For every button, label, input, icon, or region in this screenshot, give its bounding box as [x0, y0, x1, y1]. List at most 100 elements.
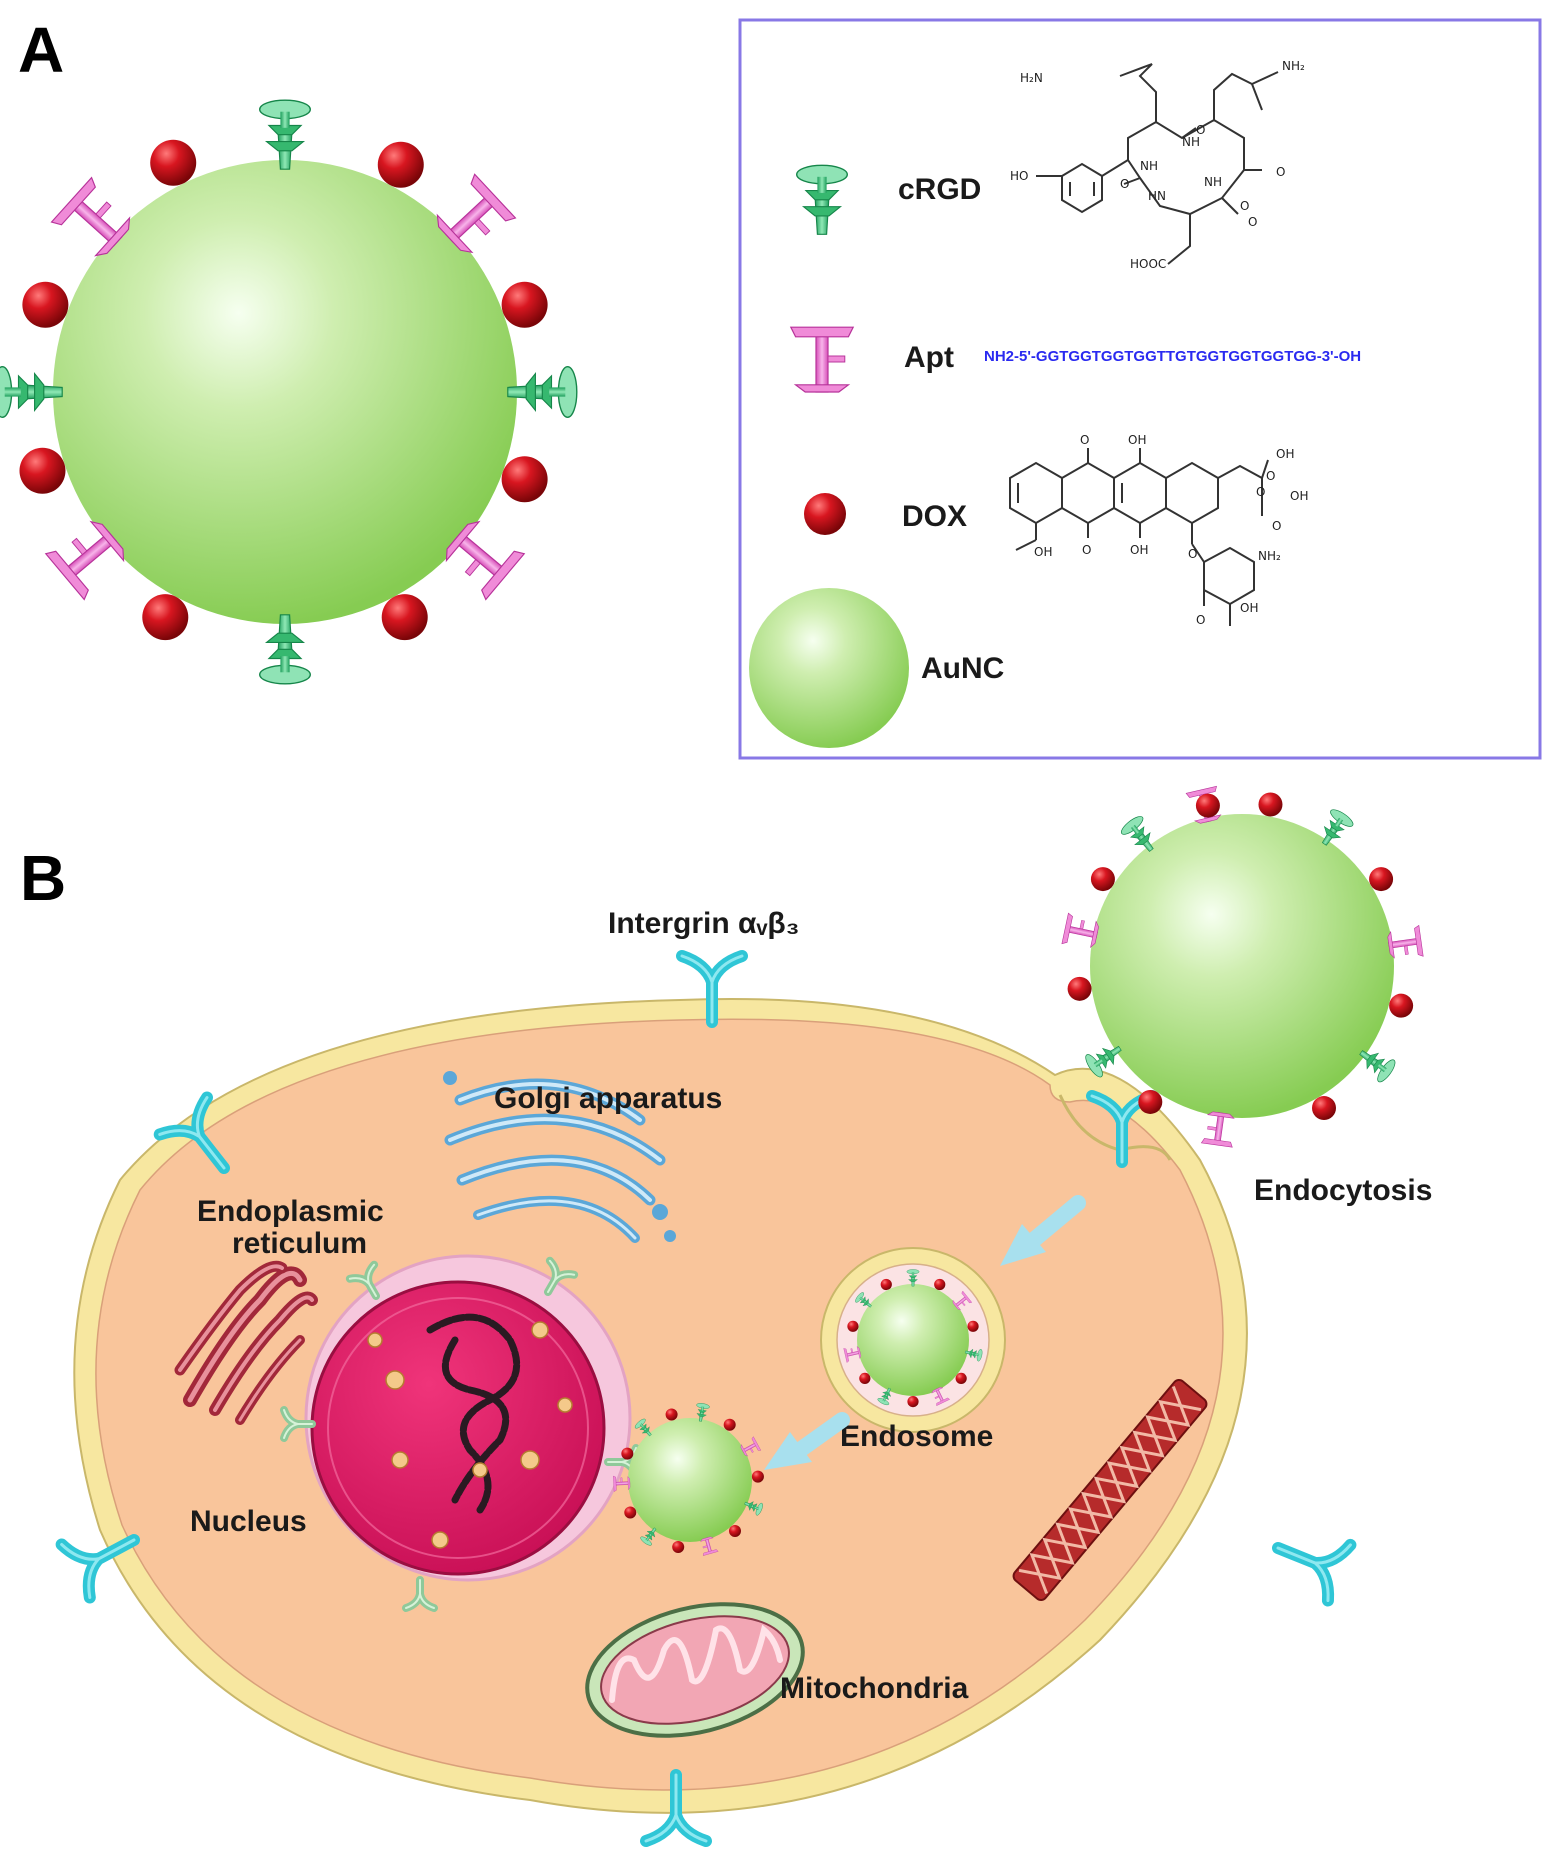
dox-atom-label: O — [1080, 433, 1089, 447]
dox-molecule — [672, 1540, 685, 1553]
dox-molecule — [142, 594, 189, 641]
crgd-ligand — [507, 366, 578, 418]
nucleus-inner-ring — [327, 1297, 589, 1559]
dox-molecule — [880, 1278, 892, 1291]
aunc-legend-icon — [749, 588, 909, 748]
dox-molecule — [377, 141, 424, 188]
arrow-to-cytoplasm — [764, 1412, 850, 1470]
crgd-ligand — [259, 99, 311, 170]
dox-molecule — [381, 594, 428, 641]
endosome — [820, 1247, 1006, 1433]
dox-molecule — [955, 1372, 967, 1385]
aptamer-ligand — [1386, 925, 1424, 962]
dox-molecule — [1090, 867, 1115, 892]
nucleus — [284, 1254, 636, 1608]
uptake-arrows — [764, 1195, 1086, 1470]
crgd-label: cRGD — [898, 173, 981, 206]
endosome-label: Endosome — [840, 1420, 993, 1453]
crgd-ligand — [259, 614, 311, 685]
panel-a-label: A — [18, 14, 64, 86]
aunc-nanocluster-large — [0, 99, 578, 685]
dox-molecule — [501, 281, 548, 328]
dox-atom-label: NH₂ — [1258, 549, 1281, 563]
dox-molecule — [19, 447, 66, 494]
crgd-atom-label: O — [1120, 177, 1129, 191]
dox-atom-label: O — [1266, 469, 1275, 483]
nucleus-label: Nucleus — [190, 1505, 307, 1538]
mitochondria — [585, 1602, 805, 1738]
golgi-apparatus — [443, 1071, 676, 1243]
crgd-atom-label: O — [1196, 123, 1205, 137]
dox-molecule — [728, 1524, 741, 1537]
aunc-core — [53, 160, 517, 624]
dox-molecule — [847, 1320, 859, 1332]
apt-label: Apt — [904, 341, 954, 374]
crgd-atom-label: NH — [1182, 135, 1200, 149]
crgd-atom-label: O — [1240, 199, 1249, 213]
dox-molecule — [621, 1447, 634, 1460]
panel-b-label: B — [20, 842, 66, 914]
crgd-atom-label: H₂N — [1020, 71, 1043, 85]
golgi-label: Golgi apparatus — [494, 1082, 722, 1115]
dox-atom-label: OH — [1240, 601, 1258, 615]
dox-atom-label: OH — [1276, 447, 1294, 461]
crgd-atom-label: O — [1248, 215, 1257, 229]
nucleoli — [367, 1321, 573, 1549]
dox-molecule — [150, 139, 197, 186]
aptamer-ligand — [1201, 1110, 1238, 1148]
dox-molecule — [1312, 1096, 1336, 1121]
endocytosis-label: Endocytosis — [1254, 1174, 1432, 1207]
crgd-atom-label: NH₂ — [1282, 59, 1305, 73]
dox-molecule — [723, 1418, 736, 1431]
er-label-line2: reticulum — [232, 1227, 367, 1260]
dox-molecule — [1369, 867, 1394, 892]
dox-molecule — [624, 1506, 637, 1519]
dox-molecule — [907, 1396, 919, 1408]
cytoplasm — [95, 1018, 1224, 1791]
dox-molecule — [967, 1320, 979, 1332]
integrin-receptor-right — [1267, 1520, 1351, 1600]
dox-molecule — [1195, 793, 1220, 818]
endoplasmic-reticulum — [174, 1260, 318, 1425]
cristae — [609, 1624, 783, 1703]
crgd-atom-label: NH — [1140, 159, 1158, 173]
aunc-nanocluster-incoming — [1061, 786, 1424, 1148]
dox-molecule — [859, 1372, 871, 1385]
aunc-label: AuNC — [921, 652, 1004, 685]
dox-molecule — [751, 1470, 764, 1483]
er-label-line1: Endoplasmic — [197, 1195, 384, 1228]
dox-atom-label: OH — [1290, 489, 1308, 503]
dox-molecule — [1067, 976, 1092, 1001]
dox-atom-label: O — [1256, 485, 1265, 499]
aunc-nanocluster-released — [613, 1402, 765, 1556]
crgd-atom-label: HN — [1148, 189, 1166, 203]
dox-molecule — [665, 1408, 678, 1421]
arrow-to-endosome — [1000, 1195, 1086, 1266]
crgd-atom-label: HO — [1010, 169, 1028, 183]
dox-molecule — [1138, 1089, 1163, 1114]
dox-atom-label: OH — [1128, 433, 1146, 447]
dox-molecule — [501, 456, 548, 503]
dox-molecule — [1389, 993, 1414, 1018]
dox-legend-icon — [804, 493, 846, 535]
dox-label: DOX — [902, 500, 967, 533]
dox-atom-label: O — [1196, 613, 1205, 627]
dox-atom-label: OH — [1034, 545, 1052, 559]
dox-atom-label: O — [1082, 543, 1091, 557]
crgd-atom-label: HOOC — [1130, 257, 1166, 271]
microtubule — [1012, 1379, 1208, 1601]
crgd-structure — [1036, 63, 1279, 265]
nucleus-body — [310, 1280, 606, 1576]
dox-atom-label: O — [1188, 547, 1197, 561]
dox-structure — [1009, 448, 1269, 626]
cell — [73, 997, 1248, 1814]
crgd-atom-label: O — [1276, 165, 1285, 179]
dox-molecule — [934, 1278, 946, 1291]
integrin-label: Intergrin αᵥβ₃ — [608, 907, 800, 940]
dox-molecule — [22, 281, 69, 328]
crgd-ligand — [0, 366, 63, 418]
